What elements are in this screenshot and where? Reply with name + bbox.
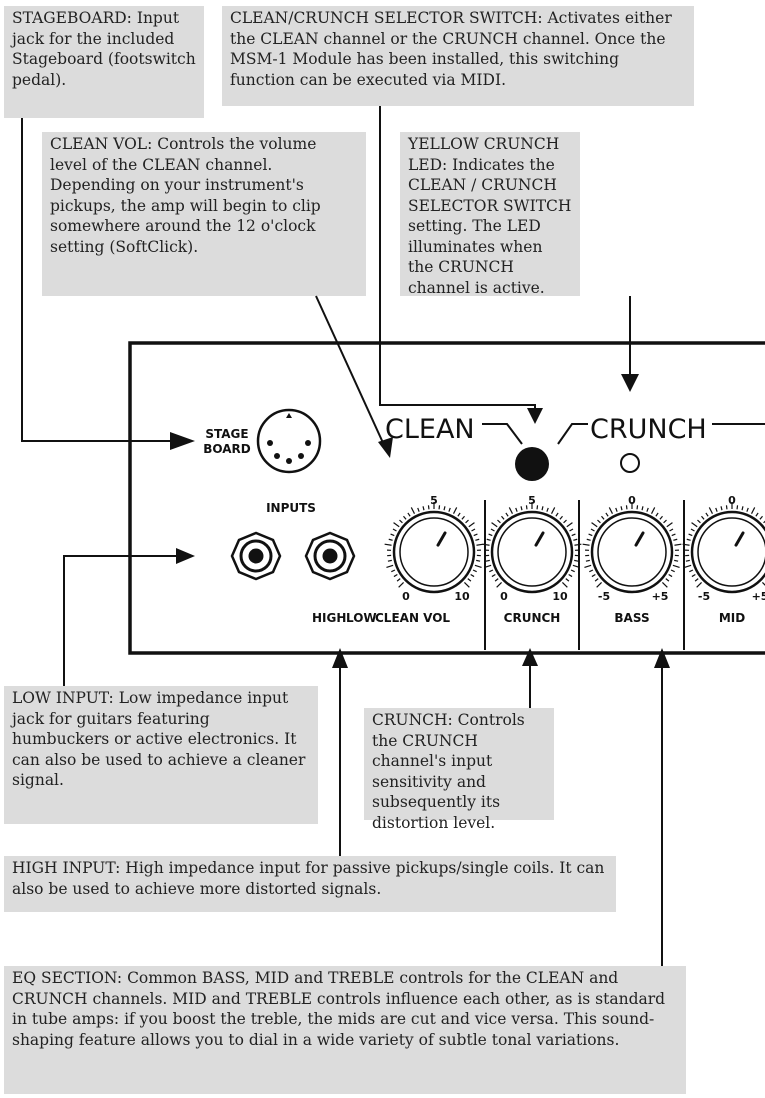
callout-high-input: HIGH INPUT: High impedance input for pas…	[4, 856, 616, 912]
arrow-head-icon	[332, 648, 348, 668]
yellow-crunch-led	[620, 453, 640, 473]
arrow-head-icon	[527, 408, 543, 424]
bass-knob[interactable]	[582, 502, 682, 594]
scale-label: 0	[628, 494, 636, 507]
scale-label: 5	[430, 494, 438, 507]
crunch-knob-label: CRUNCH	[504, 611, 561, 625]
scale-label: 0	[500, 590, 508, 603]
scale-label: -5	[698, 590, 710, 603]
mid-knob-label: MID	[719, 611, 745, 625]
inputs-label: INPUTS	[266, 501, 316, 515]
arrow-head-icon	[378, 437, 393, 458]
callout-yellow-crunch-led: YELLOW CRUNCH LED: Indicates the CLEAN /…	[400, 132, 580, 297]
stageboard-leader-line	[21, 118, 170, 442]
board-label: BOARD	[203, 442, 251, 456]
callout-clean-vol: CLEAN VOL: Controls the volume level of …	[42, 132, 366, 296]
bass-knob-label: BASS	[614, 611, 649, 625]
low-input-leader-line	[63, 555, 184, 686]
low-input-label: LOW	[346, 611, 377, 625]
scale-label: -5	[598, 590, 610, 603]
panel-outline	[128, 341, 765, 655]
clean-vol-leader-line	[315, 295, 385, 446]
clean-label-line	[482, 423, 523, 445]
scale-label: 10	[454, 590, 470, 603]
callout-selector-switch: CLEAN/CRUNCH SELECTOR SWITCH: Activates …	[222, 6, 694, 106]
crunch-knob[interactable]	[482, 502, 582, 594]
high-input-jack-icon	[230, 531, 282, 581]
callout-eq-section: EQ SECTION: Common BASS, MID and TREBLE …	[4, 966, 686, 1094]
stageboard-jack-icon	[256, 408, 322, 474]
crunch-channel-label: CRUNCH	[590, 414, 707, 445]
low-input-jack-icon	[304, 531, 356, 581]
arrow-head-icon	[522, 648, 538, 666]
scale-label: 0	[728, 494, 736, 507]
stage-label: STAGE	[205, 427, 248, 441]
clean-channel-label: CLEAN	[385, 414, 475, 445]
high-input-label: HIGH	[312, 611, 346, 625]
arrow-head-icon	[170, 432, 195, 450]
callout-stageboard: STAGEBOARD: Input jack for the included …	[4, 6, 204, 118]
selector-switch-button[interactable]	[515, 447, 549, 481]
mid-knob[interactable]	[682, 502, 765, 594]
clean-vol-knob[interactable]	[384, 502, 484, 594]
arrow-head-icon	[654, 648, 670, 668]
clean-vol-label: CLEAN VOL	[375, 611, 450, 625]
scale-label: +5	[752, 590, 765, 603]
scale-label: 10	[552, 590, 568, 603]
crunch-label-line-left	[557, 423, 588, 445]
arrow-head-icon	[621, 374, 639, 392]
scale-label: +5	[652, 590, 669, 603]
scale-label: 5	[528, 494, 536, 507]
callout-low-input: LOW INPUT: Low impedance input jack for …	[4, 686, 318, 824]
scale-label: 0	[402, 590, 410, 603]
selector-leader-line	[379, 106, 536, 412]
arrow-head-icon	[176, 548, 195, 564]
callout-crunch: CRUNCH: Controls the CRUNCH channel's in…	[364, 708, 554, 832]
